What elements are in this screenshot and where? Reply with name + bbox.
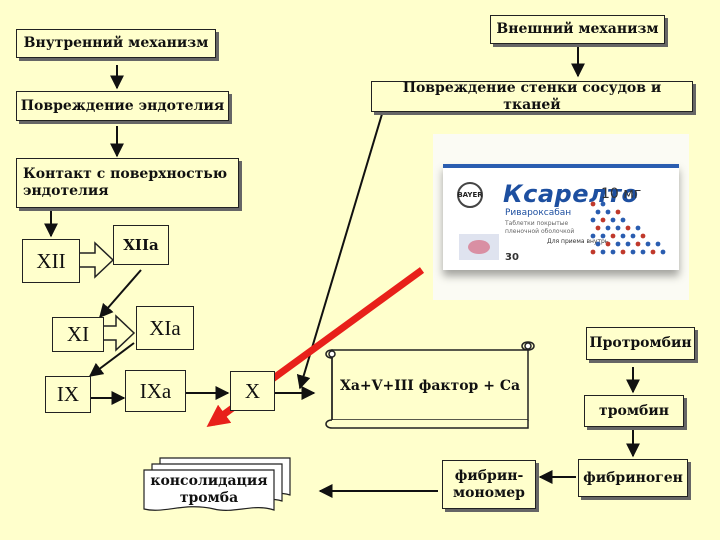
factor-ix-box: IX bbox=[45, 376, 91, 413]
factor-xi-box: XI bbox=[52, 317, 104, 352]
drug-description: Таблетки покрытые пленочной оболочкой bbox=[505, 220, 575, 235]
arrow-xia-to-ix bbox=[88, 342, 135, 377]
prothrombin-label: Протромбин bbox=[589, 335, 692, 352]
factor-xiia-label: XIIa bbox=[123, 236, 159, 254]
hollow-arrow-xii-to-xiia bbox=[78, 241, 115, 279]
internal-mechanism-label: Внутренний механизм bbox=[23, 35, 209, 52]
drug-package-photo: BAYER Ксарелто 10 мг Ривароксабан Таблет… bbox=[433, 134, 689, 300]
contact-box: Контакт с поверхностью эндотелия bbox=[16, 158, 239, 208]
arrow-xiia-to-xi bbox=[99, 269, 142, 319]
consolidation-stack-shape bbox=[143, 457, 291, 511]
factor-xiia-box: XIIa bbox=[113, 225, 169, 265]
contact-label: Контакт с поверхностью эндотелия bbox=[23, 166, 228, 199]
drug-usage: Для приема внутрь bbox=[547, 238, 609, 245]
factor-xia-box: XIa bbox=[136, 306, 194, 350]
factor-ixa-label: IXa bbox=[139, 378, 172, 403]
package-stripe bbox=[443, 164, 679, 168]
pill-window bbox=[459, 234, 499, 260]
factor-ixa-box: IXa bbox=[125, 370, 186, 412]
complex-box: Xa+V+III фактор + Ca bbox=[335, 358, 525, 414]
prothrombin-box: Протромбин bbox=[586, 327, 695, 360]
fibrin-monomer-label: фибрин-мономер bbox=[453, 467, 525, 501]
external-mechanism-box: Внешний механизм bbox=[490, 15, 665, 44]
thrombin-label: тромбин bbox=[599, 402, 669, 419]
fibrinogen-label: фибриноген bbox=[583, 469, 683, 486]
endothelium-damage-label: Повреждение эндотелия bbox=[20, 97, 225, 114]
external-mechanism-label: Внешний механизм bbox=[496, 21, 659, 38]
complex-scroll-shape bbox=[325, 341, 535, 429]
vessel-damage-box: Повреждение стенки сосудов и тканей bbox=[371, 79, 693, 113]
package-pattern bbox=[590, 201, 666, 255]
drug-generic-name: Ривароксабан bbox=[505, 208, 572, 218]
drug-dose: 10 мг bbox=[601, 186, 642, 202]
arrow-vessel-to-x bbox=[296, 113, 383, 390]
factor-x-box: X bbox=[230, 371, 275, 411]
factor-xii-label: XII bbox=[36, 248, 66, 273]
endothelium-damage-box: Повреждение эндотелия bbox=[16, 91, 229, 121]
internal-mechanism-box: Внутренний механизм bbox=[16, 29, 216, 58]
factor-xii-box: XII bbox=[22, 239, 80, 283]
vessel-damage-label: Повреждение стенки сосудов и тканей bbox=[402, 79, 662, 113]
hollow-arrow-xi-to-xia bbox=[99, 314, 136, 352]
drug-package: BAYER Ксарелто 10 мг Ривароксабан Таблет… bbox=[443, 164, 679, 270]
consolidation-label: консолидация тромба bbox=[150, 473, 268, 506]
factor-ix-label: IX bbox=[56, 382, 80, 406]
fibrinogen-box: фибриноген bbox=[578, 459, 688, 497]
drug-brand-name: Ксарелто bbox=[503, 180, 639, 208]
factor-xia-label: XIa bbox=[149, 315, 181, 340]
consolidation-box: консолидация тромба bbox=[144, 470, 274, 510]
bayer-logo-icon: BAYER bbox=[457, 182, 483, 208]
thrombin-box: тромбин bbox=[584, 395, 684, 427]
drug-count: 30 bbox=[505, 252, 519, 263]
pill-icon bbox=[468, 240, 490, 254]
factor-x-label: X bbox=[244, 378, 261, 403]
factor-xi-label: XI bbox=[66, 322, 90, 346]
fibrin-monomer-box: фибрин-мономер bbox=[442, 460, 536, 509]
complex-label: Xa+V+III фактор + Ca bbox=[339, 377, 521, 394]
